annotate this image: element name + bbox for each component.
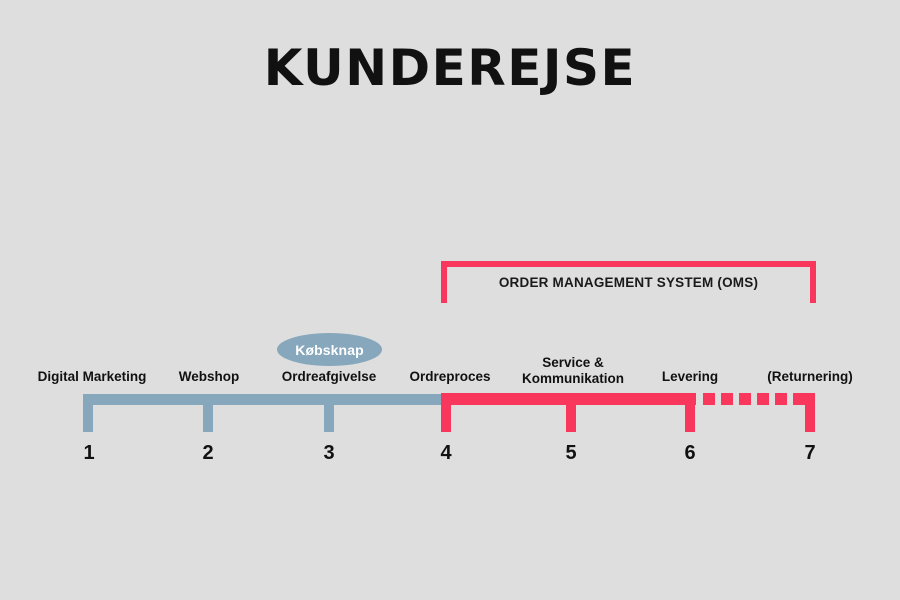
- oms-bracket-label: ORDER MANAGEMENT SYSTEM (OMS): [498, 275, 759, 290]
- kobsknap-badge-label: Købsknap: [295, 341, 364, 358]
- oms-bracket-right-arm: [810, 261, 816, 303]
- dash-mark: [793, 393, 805, 405]
- timeline-tick-4: [441, 393, 451, 432]
- timeline-bar-blue: [83, 394, 441, 405]
- timeline-tick-1: [83, 394, 93, 432]
- stage-label-1: Digital Marketing: [37, 369, 147, 384]
- oms-bracket-left-arm: [441, 261, 447, 303]
- timeline-tick-5: [566, 393, 576, 432]
- timeline-tick-7: [805, 393, 815, 432]
- stage-label-7: (Returnering): [767, 369, 853, 384]
- stage-number-6: 6: [684, 442, 696, 464]
- dash-mark: [721, 393, 733, 405]
- stage-number-1: 1: [83, 442, 95, 464]
- timeline-tick-2: [203, 394, 213, 432]
- stage-number-4: 4: [440, 442, 452, 464]
- dash-mark: [775, 393, 787, 405]
- timeline-tick-3: [324, 394, 334, 432]
- kobsknap-badge: Købsknap: [277, 333, 382, 366]
- page-title: KUNDEREJSE: [263, 39, 637, 97]
- stage-number-7: 7: [804, 442, 816, 464]
- stage-number-5: 5: [565, 442, 577, 464]
- dash-mark: [757, 393, 769, 405]
- stage-label-2: Webshop: [178, 369, 240, 384]
- oms-bracket: ORDER MANAGEMENT SYSTEM (OMS): [441, 261, 816, 303]
- timeline-tick-6: [685, 393, 695, 432]
- stage-number-3: 3: [323, 442, 335, 464]
- stage-label-3: Ordreafgivelse: [281, 369, 377, 384]
- dash-mark: [739, 393, 751, 405]
- oms-bracket-top-bar: [441, 261, 816, 267]
- stage-label-4: Ordreproces: [409, 369, 491, 384]
- stage-label-5: Service & Kommunikation: [521, 355, 625, 386]
- stage-number-2: 2: [202, 442, 214, 464]
- dash-mark: [703, 393, 715, 405]
- stage-label-6: Levering: [661, 369, 719, 384]
